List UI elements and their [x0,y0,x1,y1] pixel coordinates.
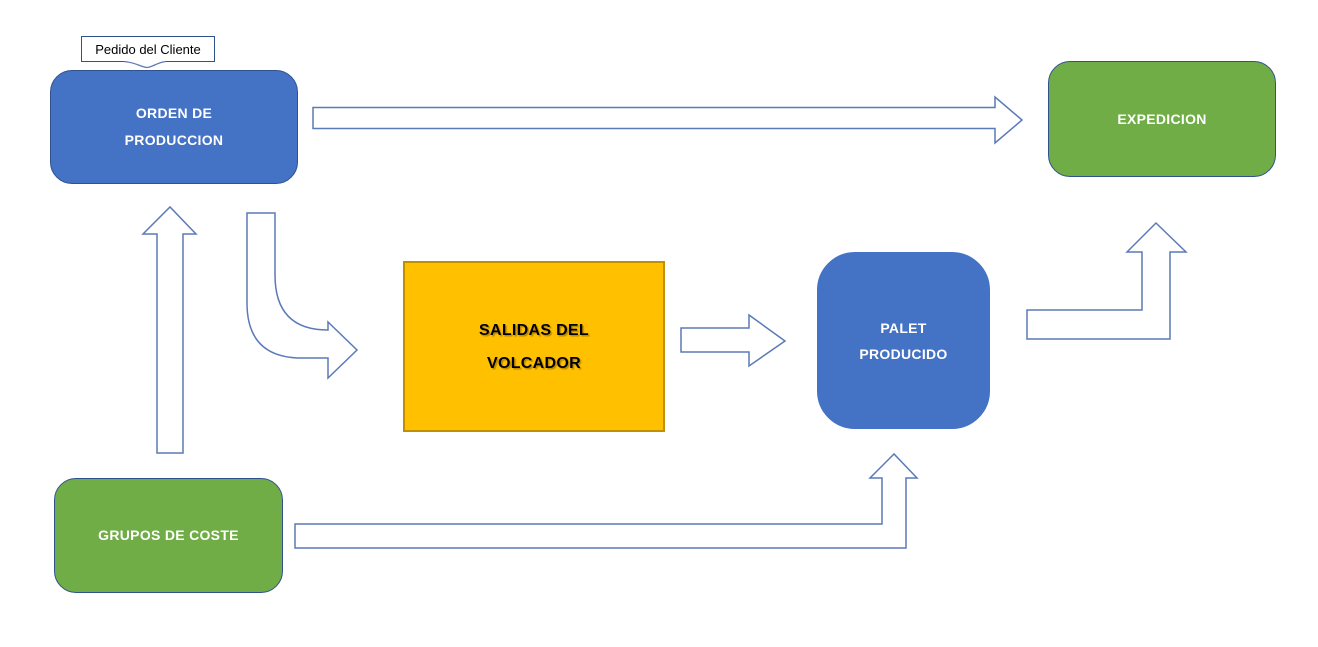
callout-pedido-del-cliente: Pedido del Cliente [81,36,215,62]
node-label-line: PRODUCCION [124,132,224,148]
node-orden-de-produccion: ORDEN DE PRODUCCION [50,70,298,184]
node-label-line: ORDEN DE [135,105,213,121]
arrow-grupos-to-palet-icon [294,452,919,549]
node-label-line: SALIDAS DEL [479,321,589,339]
node-label-line: VOLCADOR [487,354,581,372]
arrow-palet-to-expedicion-icon [1026,221,1188,340]
arrow-orden-to-expedicion-icon [312,95,1024,145]
node-palet-producido: PALET PRODUCIDO [817,252,990,429]
arrow-grupos-to-orden-icon [141,205,198,454]
node-label-line: PALET [880,319,927,336]
node-label-line: EXPEDICION [1117,110,1207,127]
node-salidas-del-volcador: SALIDAS DEL VOLCADOR [403,261,665,432]
callout-pointer-icon [123,60,167,69]
node-grupos-de-coste: GRUPOS DE COSTE [54,478,283,593]
arrow-orden-to-salidas-icon [246,212,359,380]
callout-label: Pedido del Cliente [95,41,201,57]
arrow-salidas-to-palet-icon [680,313,787,368]
node-label-line: GRUPOS DE COSTE [98,527,239,543]
node-expedicion: EXPEDICION [1048,61,1276,177]
node-label-line: PRODUCIDO [859,345,948,362]
